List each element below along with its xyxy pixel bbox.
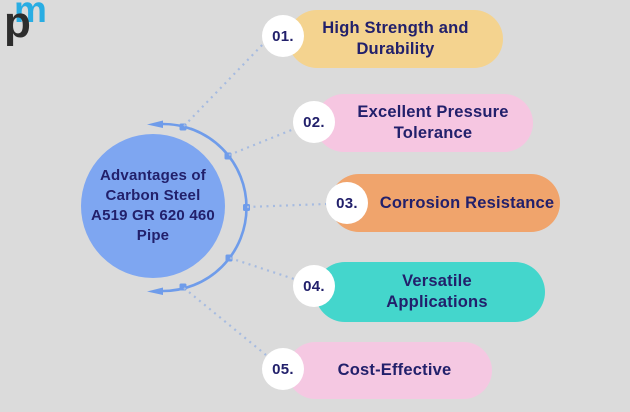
badge-number-5: 05. — [272, 360, 294, 378]
pipingmart-logo: m p — [4, 0, 58, 56]
badge-number-4: 04. — [303, 277, 325, 295]
advantage-label-3: Corrosion Resistance — [379, 193, 555, 212]
advantage-label-5: Cost-Effective — [337, 361, 452, 380]
badge-number-2: 02. — [303, 113, 325, 131]
advantage-pill-5: 05. Cost-Effective — [262, 342, 492, 399]
advantage-label-4: Versatile Applications — [386, 272, 488, 311]
badge-number-3: 03. — [336, 194, 358, 212]
number-badge-2: 02. — [293, 101, 335, 143]
advantage-pill-2: 02. Excellent Pressure Tolerance — [293, 94, 533, 152]
hub-title: Advantages of Carbon Steel A519 GR 620 4… — [91, 167, 215, 244]
number-badge-4: 04. — [293, 265, 335, 307]
dotted-line-1 — [183, 40, 267, 127]
advantage-label-1: High Strength and Durability — [322, 19, 469, 58]
arc-node-3 — [243, 204, 250, 211]
arc-node-4 — [225, 254, 233, 262]
advantage-label-2: Excellent Pressure Tolerance — [357, 103, 509, 142]
arc-node-1 — [179, 123, 187, 131]
advantage-pill-4: 04. Versatile Applications — [293, 262, 545, 322]
badge-number-1: 01. — [272, 27, 294, 45]
number-badge-1: 01. — [262, 15, 304, 57]
dotted-line-5 — [183, 287, 267, 356]
dotted-line-4 — [229, 256, 295, 281]
arc-arrow-bottom-icon — [147, 287, 163, 295]
advantage-pill-3: 03. Corrosion Resistance — [326, 174, 560, 232]
logo-letter-m: m — [14, 0, 47, 30]
number-badge-5: 05. — [262, 348, 304, 390]
number-badge-3: 03. — [326, 182, 368, 224]
dotted-line-3 — [246, 202, 327, 209]
logo-letter-p: p — [4, 0, 31, 47]
arc-arrow-top-icon — [147, 120, 163, 128]
advantage-pill-1: 01. High Strength and Durability — [262, 10, 503, 68]
dotted-line-2 — [228, 127, 295, 157]
hub-circle: Advantages of Carbon Steel A519 GR 620 4… — [81, 134, 225, 278]
arc-node-5 — [179, 283, 187, 291]
